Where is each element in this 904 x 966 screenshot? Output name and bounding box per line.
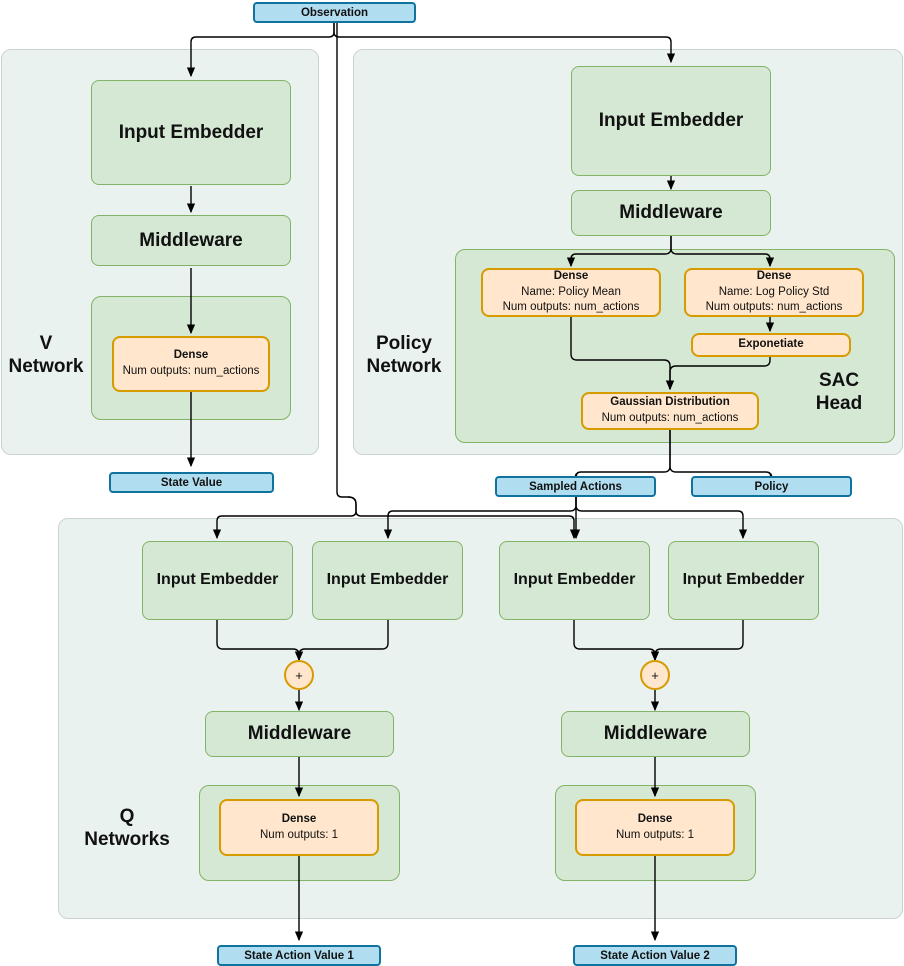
policy-mean-dense[interactable]: Dense Name: Policy Mean Num outputs: num…: [481, 268, 661, 317]
q2-input-embedder-a-label: Input Embedder: [513, 571, 636, 589]
q1-input-embedder-a-label: Input Embedder: [156, 571, 279, 589]
v-input-embedder-label: Input Embedder: [118, 121, 264, 143]
policy-network-caption: Policy Network: [366, 333, 442, 377]
exponentiate-label: Exponetiate: [738, 338, 804, 351]
policy-middleware-label: Middleware: [619, 202, 723, 224]
q1-input-embedder-b[interactable]: Input Embedder: [312, 541, 463, 620]
v-dense-title: Dense: [173, 349, 209, 362]
state-action-value-1-node[interactable]: State Action Value 1: [217, 945, 381, 966]
q1-input-embedder-b-label: Input Embedder: [326, 571, 449, 589]
gaussian-outputs: Num outputs: num_actions: [601, 412, 739, 424]
log-policy-std-dense-outputs: Num outputs: num_actions: [705, 301, 843, 314]
policy-input-embedder[interactable]: Input Embedder: [571, 66, 771, 176]
q1-middleware-label: Middleware: [247, 723, 352, 745]
policy-middleware[interactable]: Middleware: [571, 190, 771, 236]
exponentiate-node[interactable]: Exponetiate: [691, 333, 851, 357]
state-action-value-1-label: State Action Value 1: [244, 949, 354, 962]
v-dense-outputs: Num outputs: num_actions: [122, 365, 260, 377]
policy-mean-dense-title: Dense: [553, 270, 589, 283]
v-input-embedder[interactable]: Input Embedder: [91, 80, 291, 185]
gaussian-title: Gaussian Distribution: [610, 396, 730, 409]
q-networks-caption: Q Networks: [84, 806, 170, 850]
state-value-label: State Value: [160, 476, 223, 489]
q2-input-embedder-a[interactable]: Input Embedder: [499, 541, 650, 620]
q1-dense-outputs: Num outputs: 1: [260, 828, 338, 841]
q2-add-label: +: [651, 667, 659, 683]
q2-middleware[interactable]: Middleware: [561, 711, 750, 757]
state-action-value-2-label: State Action Value 2: [600, 949, 710, 962]
log-policy-std-dense-name: Name: Log Policy Std: [718, 285, 830, 298]
policy-label: Policy: [754, 480, 789, 493]
state-action-value-2-node[interactable]: State Action Value 2: [573, 945, 737, 966]
q1-middleware[interactable]: Middleware: [205, 711, 394, 757]
v-dense-node[interactable]: Dense Num outputs: num_actions: [112, 336, 270, 392]
sac-head-caption: SAC Head: [815, 370, 863, 414]
q1-add-label: +: [295, 667, 303, 683]
q1-dense-node[interactable]: Dense Num outputs: 1: [219, 799, 379, 856]
gaussian-distribution-node[interactable]: Gaussian Distribution Num outputs: num_a…: [581, 392, 759, 430]
log-policy-std-dense[interactable]: Dense Name: Log Policy Std Num outputs: …: [684, 268, 864, 317]
q1-input-embedder-a[interactable]: Input Embedder: [142, 541, 293, 620]
q2-input-embedder-b[interactable]: Input Embedder: [668, 541, 819, 620]
sampled-actions-node[interactable]: Sampled Actions: [495, 476, 656, 497]
q2-add-node[interactable]: +: [640, 660, 670, 690]
v-middleware[interactable]: Middleware: [91, 215, 291, 266]
q1-dense-title: Dense: [281, 812, 317, 825]
q2-dense-node[interactable]: Dense Num outputs: 1: [575, 799, 735, 856]
state-value-node[interactable]: State Value: [109, 472, 274, 493]
log-policy-std-dense-title: Dense: [756, 270, 792, 283]
q2-dense-outputs: Num outputs: 1: [616, 828, 694, 841]
observation-label: Observation: [300, 6, 369, 19]
q2-middleware-label: Middleware: [603, 723, 708, 745]
v-middleware-label: Middleware: [139, 229, 243, 251]
q1-add-node[interactable]: +: [284, 660, 314, 690]
policy-mean-dense-name: Name: Policy Mean: [521, 285, 621, 298]
policy-node[interactable]: Policy: [691, 476, 852, 497]
q2-dense-title: Dense: [637, 812, 673, 825]
v-network-caption: V Network: [8, 333, 84, 377]
policy-mean-dense-outputs: Num outputs: num_actions: [502, 301, 640, 314]
observation-node[interactable]: Observation: [253, 2, 416, 23]
q2-input-embedder-b-label: Input Embedder: [682, 571, 805, 589]
policy-input-embedder-label: Input Embedder: [598, 110, 744, 132]
sampled-actions-label: Sampled Actions: [529, 480, 622, 493]
